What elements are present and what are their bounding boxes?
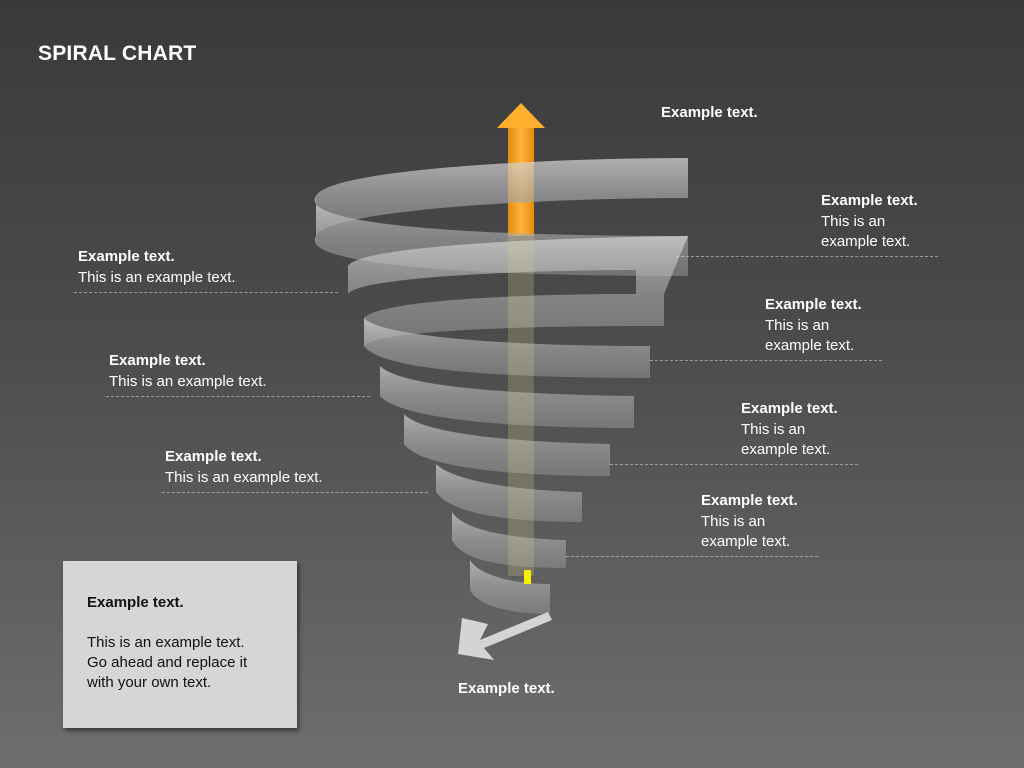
leader-line (162, 492, 428, 493)
callout-left-2: Example text. This is an example text. (109, 351, 267, 392)
highlight-marker (524, 570, 531, 584)
callout-right-2: Example text. This is an example text. (765, 295, 862, 357)
top-label: Example text. (661, 104, 758, 121)
callout-body: This is an example text. (109, 372, 267, 390)
leader-line (676, 256, 938, 257)
note-body-line: This is an example text. (87, 634, 245, 651)
callout-heading: Example text. (701, 492, 798, 509)
callout-body: This is an example text. (78, 268, 236, 286)
callout-body: example text. (821, 233, 911, 250)
callout-right-1: Example text. This is an example text. (821, 191, 918, 253)
callout-body: This is an example text. (165, 468, 323, 486)
callout-body: This is an (741, 420, 806, 438)
callout-body: This is an (821, 212, 886, 230)
arrow-core (508, 236, 534, 576)
callout-right-4: Example text. This is an example text. (701, 491, 798, 553)
leader-line (650, 360, 882, 361)
callout-heading: Example text. (165, 448, 262, 465)
leader-line (106, 396, 370, 397)
leader-line (566, 556, 818, 557)
note-box: Example text. This is an example text. G… (63, 561, 297, 728)
callout-heading: Example text. (765, 296, 862, 313)
callout-body: example text. (701, 533, 791, 550)
note-heading: Example text. (87, 594, 184, 611)
note-body-line: with your own text. (87, 674, 212, 691)
callout-heading: Example text. (78, 248, 175, 265)
callout-body: example text. (765, 337, 855, 354)
note-body-line: Go ahead and replace it (87, 654, 248, 671)
callout-body: This is an (765, 316, 830, 334)
spiral-bands (314, 158, 688, 614)
callout-body: example text. (741, 441, 831, 458)
leader-line (74, 292, 338, 293)
callout-heading: Example text. (741, 400, 838, 417)
callout-right-3: Example text. This is an example text. (741, 399, 838, 461)
callout-left-3: Example text. This is an example text. (165, 447, 323, 488)
bottom-label: Example text. (458, 680, 555, 697)
callout-heading: Example text. (821, 192, 918, 209)
callout-body: This is an (701, 512, 766, 530)
callout-heading: Example text. (109, 352, 206, 369)
page-title: SPIRAL CHART (38, 42, 197, 65)
exit-arrow-icon (458, 612, 552, 660)
leader-line (610, 464, 858, 465)
callout-left-1: Example text. This is an example text. (78, 247, 236, 288)
